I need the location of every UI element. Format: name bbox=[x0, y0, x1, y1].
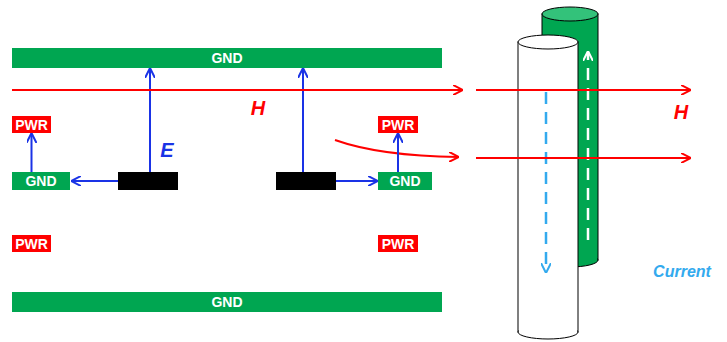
layer-name: GND bbox=[211, 295, 242, 309]
power-pad: PWR bbox=[378, 235, 418, 252]
h-field-arrow bbox=[335, 140, 458, 157]
ground-pad: GND bbox=[12, 172, 70, 190]
layer-name: GND bbox=[389, 174, 420, 188]
e-field-arrow bbox=[302, 69, 304, 172]
e-field-label: E bbox=[160, 140, 173, 160]
via-cylinder bbox=[518, 35, 578, 339]
layer-name: PWR bbox=[15, 118, 48, 132]
current-label: Current bbox=[653, 264, 711, 280]
signal-trace bbox=[276, 172, 336, 190]
layer-name: GND bbox=[25, 174, 56, 188]
e-field-arrow bbox=[397, 134, 399, 172]
power-pad: PWR bbox=[12, 116, 51, 133]
e-field-arrow bbox=[336, 180, 377, 182]
ground-pad: GND bbox=[378, 172, 432, 190]
power-pad: PWR bbox=[12, 235, 51, 252]
layer-name: PWR bbox=[382, 237, 415, 251]
h-field-arrow bbox=[12, 89, 462, 91]
h-field-arrow bbox=[476, 157, 690, 159]
current-arrow bbox=[545, 92, 548, 272]
current-arrow bbox=[587, 52, 590, 240]
layer-name: PWR bbox=[15, 237, 48, 251]
layer-name: GND bbox=[211, 51, 242, 65]
h-field-arrow bbox=[476, 89, 690, 91]
ground-plane: GND bbox=[12, 292, 442, 312]
h-field-label: H bbox=[251, 98, 265, 118]
power-pad: PWR bbox=[378, 116, 418, 133]
h-field-label: H bbox=[674, 102, 688, 122]
e-field-arrow bbox=[149, 69, 151, 172]
signal-trace bbox=[118, 172, 178, 190]
ground-plane: GND bbox=[12, 48, 442, 68]
e-field-arrow bbox=[72, 180, 118, 182]
e-field-arrow bbox=[31, 134, 33, 172]
layer-name: PWR bbox=[382, 118, 415, 132]
